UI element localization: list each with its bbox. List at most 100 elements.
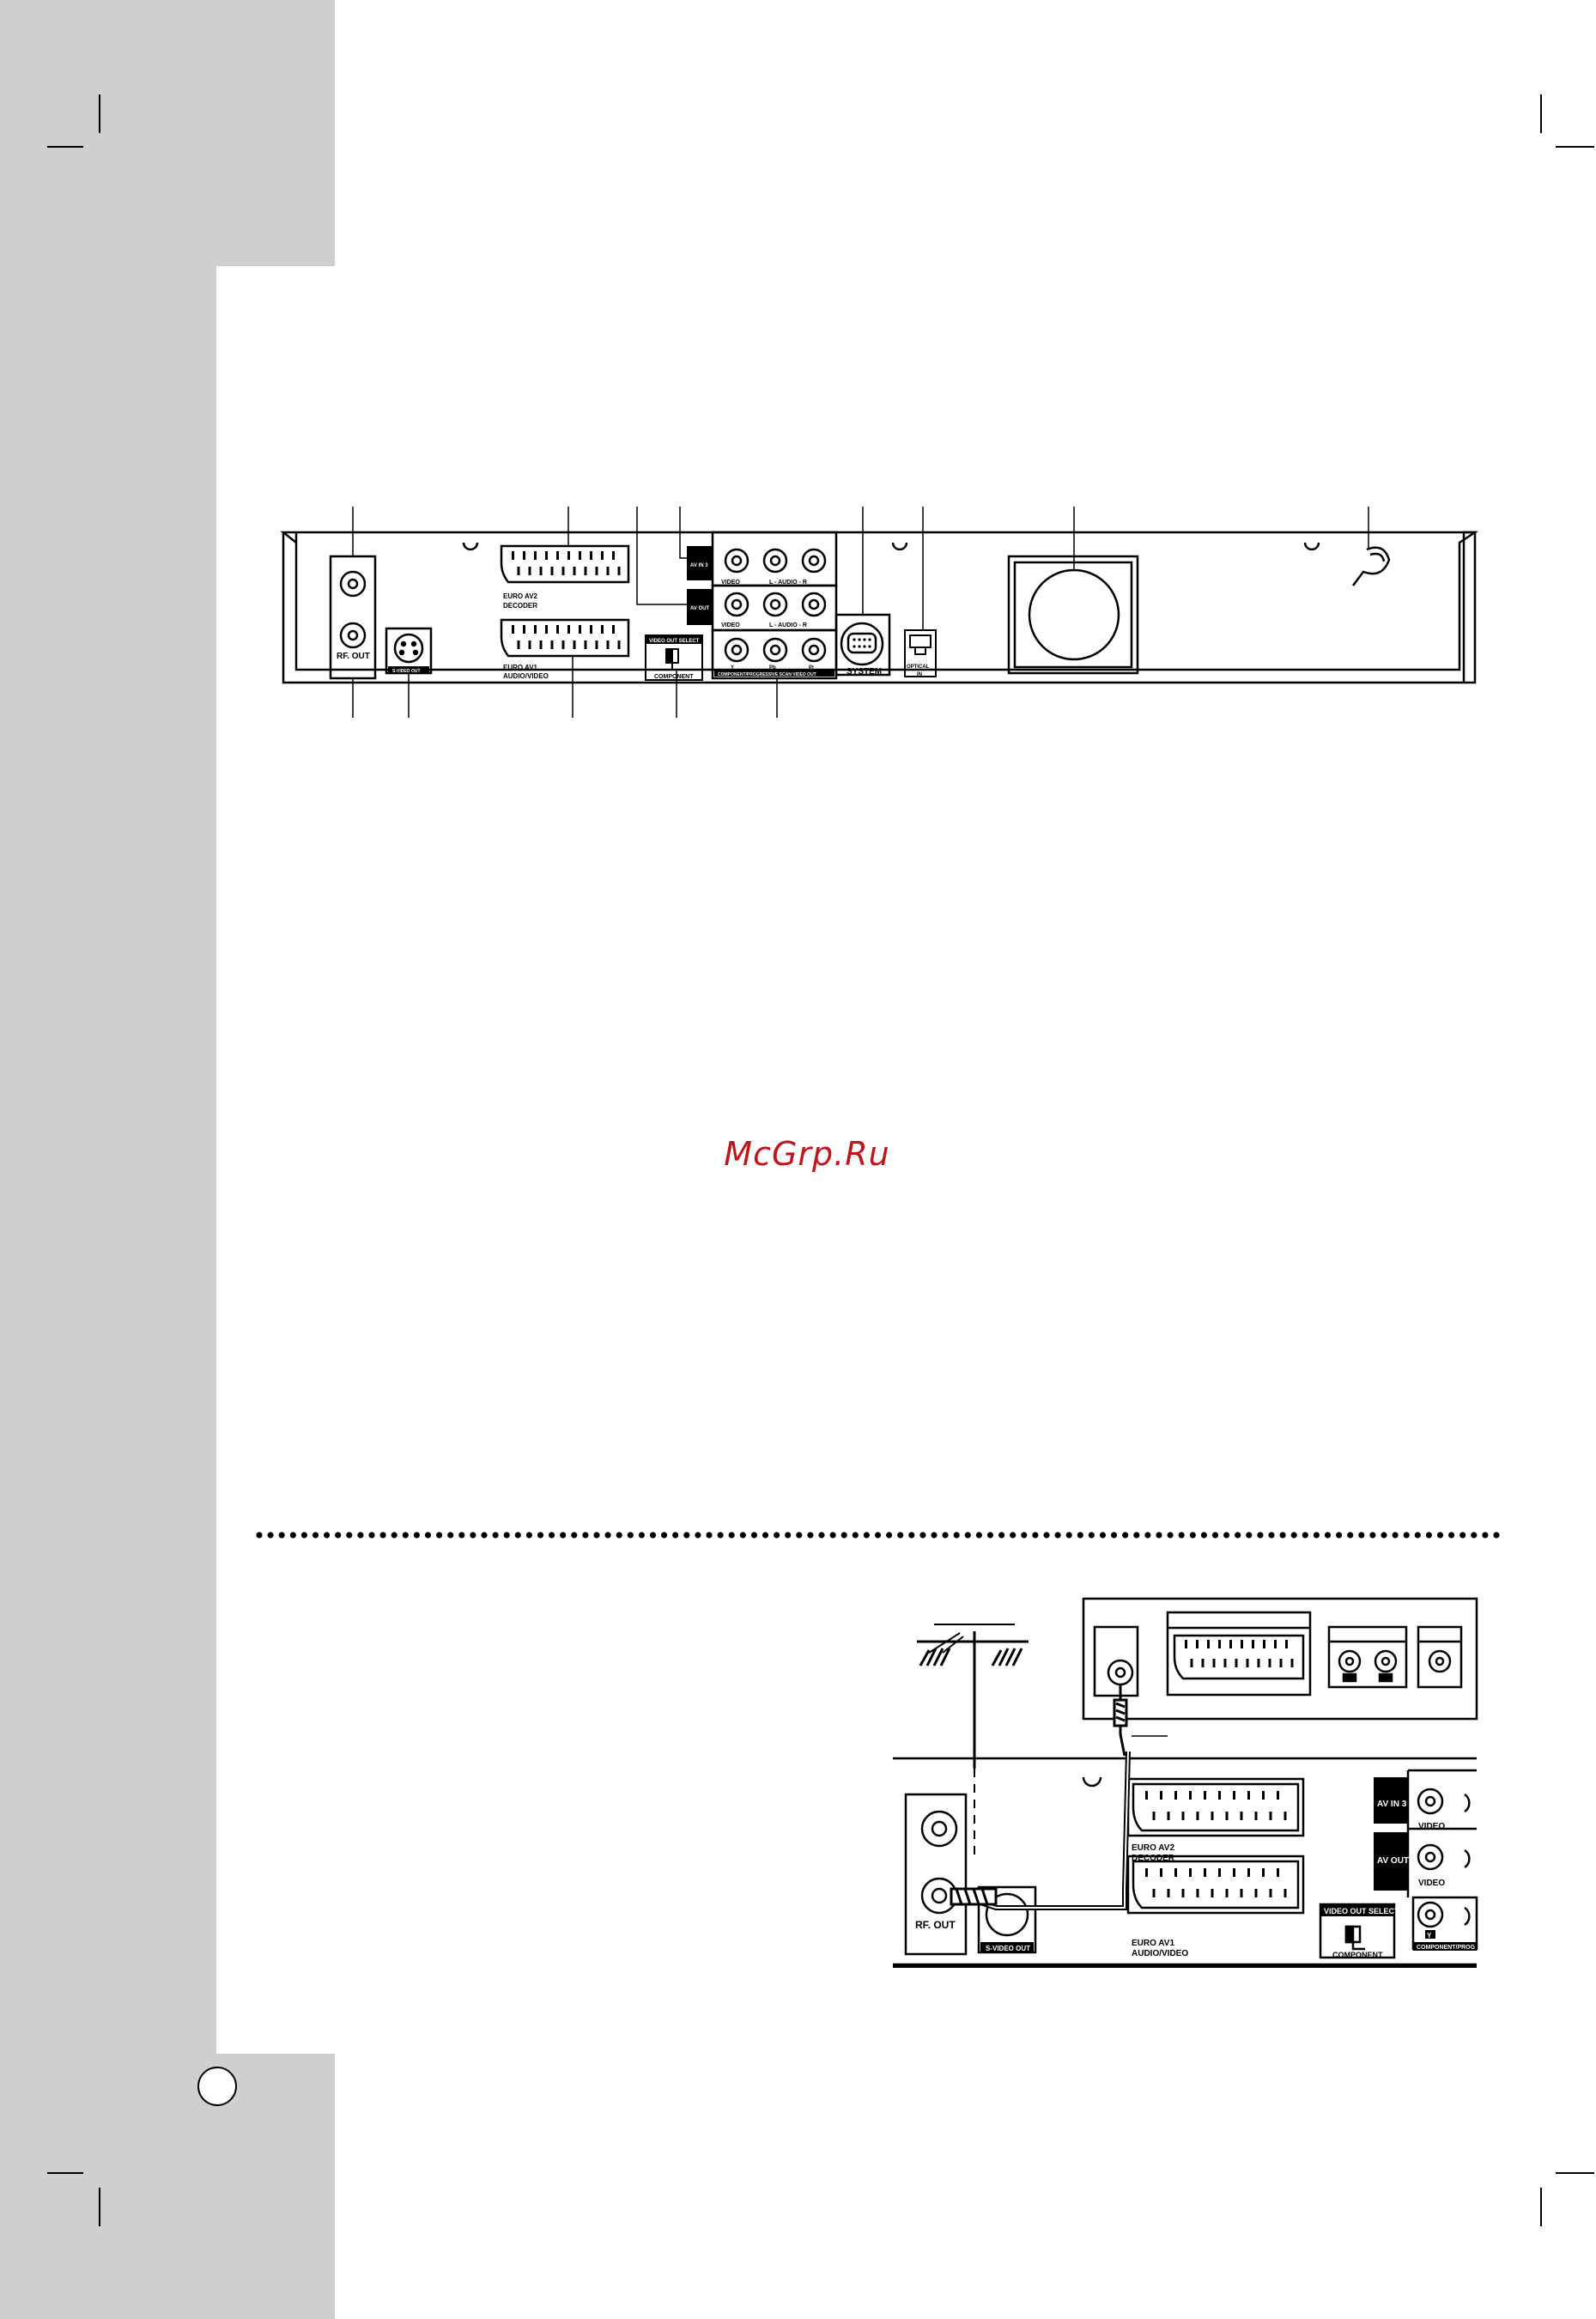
separator-dot: [447, 1532, 454, 1539]
scart-pin: [1211, 1889, 1214, 1897]
separator-dot: [1459, 1532, 1466, 1539]
cd-component-label: COMPONENT: [1332, 1951, 1383, 1959]
scart-pin: [1240, 1812, 1243, 1820]
separator-dot: [1021, 1532, 1028, 1539]
scart-pin: [1189, 1868, 1192, 1877]
rca-jack-center: [731, 644, 743, 656]
separator-dot: [470, 1532, 476, 1539]
video-out-select-label-bg: [646, 635, 702, 644]
separator-dot: [728, 1532, 735, 1539]
separator-dot: [717, 1532, 724, 1539]
scart-pin: [1247, 1791, 1250, 1800]
separator-dot: [604, 1532, 611, 1539]
av-out-label: AV OUT: [690, 606, 710, 611]
cd-s-video-out-label: S-VIDEO OUT: [986, 1945, 1030, 1952]
separator-dot: [886, 1532, 893, 1539]
separator-dot: [379, 1532, 386, 1539]
separator-dot: [683, 1532, 690, 1539]
watermark: McGrp.Ru: [724, 1135, 890, 1173]
scart-pin: [1252, 1640, 1254, 1648]
scart-pin: [528, 567, 531, 575]
separator-dot: [1268, 1532, 1275, 1539]
scart-pin: [1262, 1868, 1265, 1877]
scart-pin: [1229, 1640, 1232, 1648]
scart-pin: [1233, 1868, 1235, 1877]
separator-dot: [852, 1532, 859, 1539]
separator-dot: [706, 1532, 713, 1539]
rf-cable: [950, 1685, 1131, 1910]
scart-pin: [595, 640, 598, 649]
cd-av-in3-tag: [1374, 1777, 1408, 1824]
separator-dot: [807, 1532, 814, 1539]
separator-dot: [998, 1532, 1005, 1539]
scart-pin: [1283, 1889, 1287, 1897]
cd-y-tag: [1425, 1930, 1435, 1939]
optical-label: OPTICAL: [907, 665, 930, 670]
system-pin: [858, 645, 861, 648]
scart-pin: [1277, 1868, 1279, 1877]
cooling-fan: [1007, 555, 1139, 675]
rca-jack-center: [769, 555, 781, 567]
separator-dot: [931, 1532, 938, 1539]
crop-mark-tl-v: [99, 94, 100, 133]
cd-av-out-label: AV OUT: [1377, 1856, 1409, 1866]
scart-pin: [590, 551, 592, 560]
separator-dot: [1425, 1532, 1432, 1539]
separator-dot: [424, 1532, 432, 1539]
scart-pin: [545, 551, 548, 560]
cd-av-in3-label: AV IN 3: [1377, 1800, 1407, 1809]
separator-dot: [616, 1532, 622, 1539]
separator-dot: [750, 1532, 758, 1539]
scart-pin: [1247, 1868, 1250, 1877]
separator-dot: [593, 1532, 600, 1539]
separator-dot: [1482, 1532, 1489, 1539]
cd-video-label-2: VIDEO: [1418, 1879, 1445, 1888]
separator-dot: [1099, 1532, 1107, 1539]
recorder-back-partial: [893, 1757, 1478, 1968]
scart-pin: [1285, 1640, 1288, 1648]
crop-mark-br-v: [1540, 2188, 1542, 2226]
margin-band-bottom: [0, 2054, 335, 2319]
cd-euro-av2-label-1: EURO AV2: [1132, 1843, 1174, 1853]
antenna: [917, 1624, 1029, 1769]
crop-mark-bl-v: [99, 2188, 100, 2226]
separator-dot: [1403, 1532, 1410, 1539]
scart-pin: [1167, 1889, 1170, 1897]
scart-pin: [1185, 1640, 1187, 1648]
scart-pin: [1254, 1812, 1258, 1820]
scart-pin: [612, 625, 615, 634]
separator-dot: [661, 1532, 668, 1539]
cd-video-out-select-bg: [1320, 1904, 1394, 1916]
scart-pin: [579, 625, 581, 634]
separator-dot: [1077, 1532, 1083, 1539]
scart-pin: [595, 567, 598, 575]
euro-av2-label-2: DECODER: [503, 602, 537, 610]
scart-pin: [1160, 1791, 1162, 1800]
scart-pin: [1269, 1889, 1272, 1897]
separator-dot: [1369, 1532, 1376, 1539]
scart-pin: [1196, 1812, 1199, 1820]
callout-elbow: [679, 549, 687, 559]
separator-dot: [1032, 1532, 1039, 1539]
euro-av2-pins: [512, 551, 621, 575]
scart-pin: [523, 625, 525, 634]
crop-mark-tl-h: [47, 146, 83, 148]
separator-dot: [1471, 1532, 1478, 1539]
cd-component-out-bg: [1413, 1942, 1477, 1951]
separator-dot: [267, 1532, 274, 1539]
dotted-separator: [256, 1532, 1500, 1539]
scart-pin: [550, 640, 554, 649]
page-number-marker: [197, 2067, 237, 2106]
s-video-label-bg: [388, 666, 429, 673]
separator-dot: [1448, 1532, 1455, 1539]
separator-dot: [1054, 1532, 1061, 1539]
separator-dot: [300, 1532, 307, 1539]
power-cord: [1352, 546, 1391, 586]
euro-av1-pins: [512, 625, 621, 649]
optical-in-label: IN: [917, 672, 922, 677]
system-connector: [834, 613, 891, 677]
separator-dot: [346, 1532, 353, 1539]
scart-pin: [1152, 1889, 1156, 1897]
separator-dot: [514, 1532, 521, 1539]
